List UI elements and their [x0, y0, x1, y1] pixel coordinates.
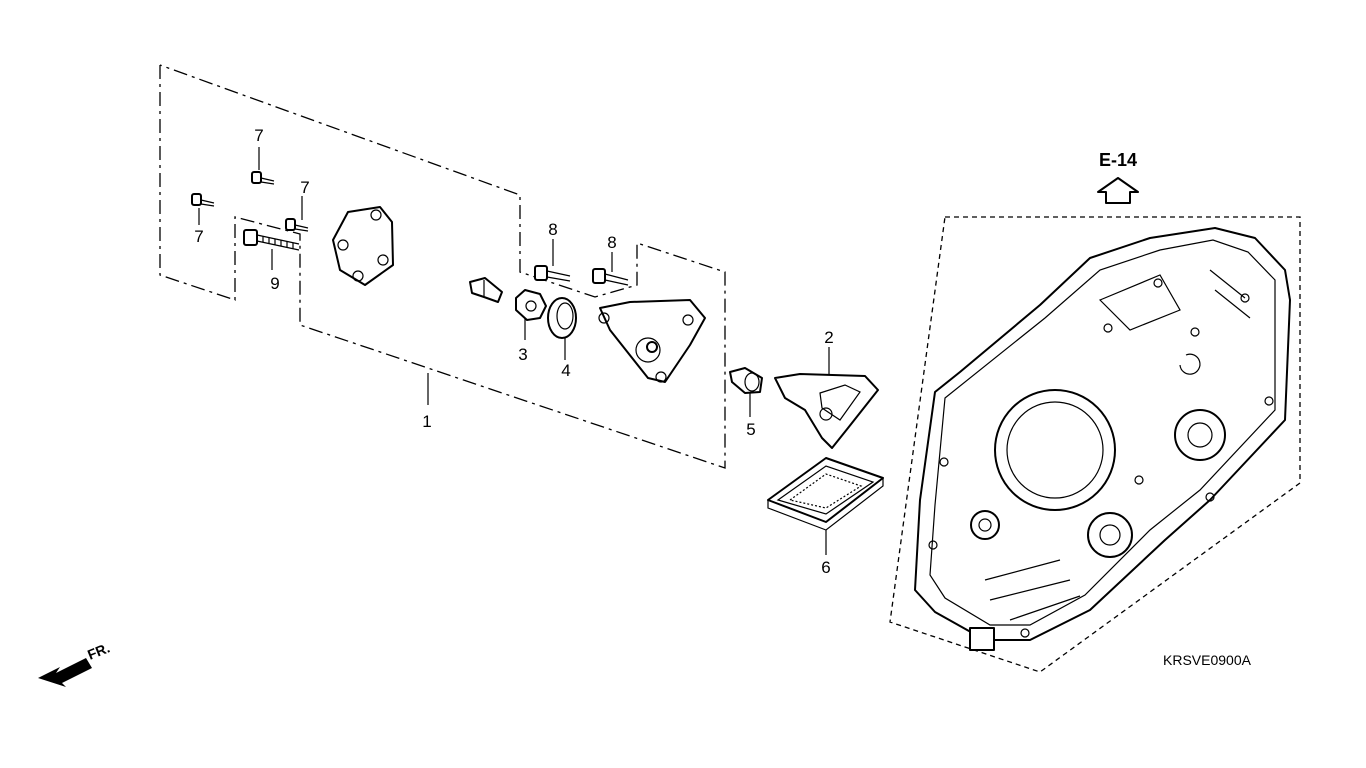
reference-label: E-14	[1099, 150, 1137, 170]
callout-7-left: 7	[194, 227, 203, 246]
inner-rotor-3	[515, 289, 547, 321]
callout-1: 1	[422, 412, 431, 431]
shaft-pin	[469, 277, 503, 303]
crankcase	[914, 227, 1291, 651]
callout-5: 5	[746, 420, 755, 439]
diagram-code: KRSVE0900A	[1163, 652, 1252, 668]
bolt-7-left	[191, 193, 215, 207]
front-direction-arrow-icon	[38, 658, 92, 687]
direction-label: FR.	[85, 639, 112, 662]
up-arrow-icon	[1097, 177, 1139, 204]
callout-9: 9	[270, 274, 279, 293]
assembly-1-outline	[159, 64, 726, 469]
pump-cover	[332, 206, 394, 286]
outer-rotor-4	[547, 297, 577, 339]
bolt-8-right	[592, 268, 629, 286]
callout-4: 4	[561, 361, 570, 380]
bolt-9	[243, 229, 300, 251]
callout-6: 6	[821, 558, 830, 577]
callout-2: 2	[824, 328, 833, 347]
callout-7-right: 7	[300, 178, 309, 197]
callout-8-left: 8	[548, 220, 557, 239]
callout-7-upper: 7	[254, 126, 263, 145]
callout-8-right: 8	[607, 233, 616, 252]
bolt-7-right	[285, 218, 309, 232]
callout-3: 3	[518, 345, 527, 364]
bolt-7-upper	[251, 171, 275, 185]
pump-body	[598, 299, 706, 383]
bolt-8-left	[534, 265, 571, 282]
gasket-2	[774, 373, 879, 449]
sleeve-5	[729, 367, 763, 394]
strainer-6	[767, 457, 884, 531]
